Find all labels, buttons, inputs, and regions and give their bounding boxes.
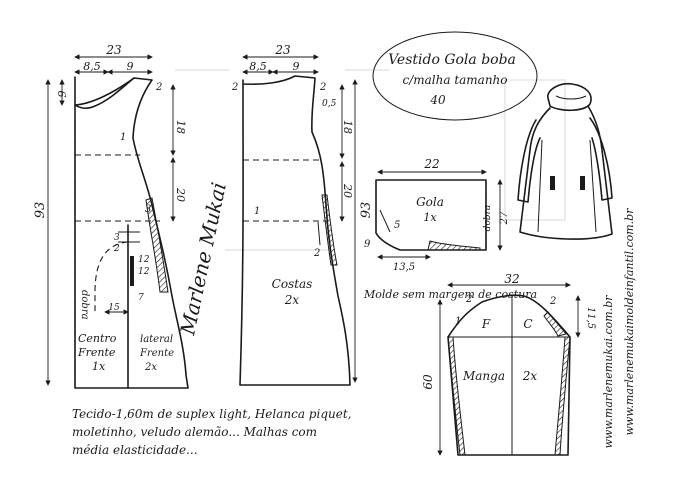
collar-qty: 1x bbox=[423, 211, 437, 224]
collar-piece: 22 Gola 1x 5 9 13,5 dobra 27 bbox=[364, 157, 510, 273]
back-shoulder-drop: 2 bbox=[319, 82, 326, 93]
back-height-total: 93 bbox=[359, 202, 374, 219]
dress-left-sleeve bbox=[517, 119, 541, 203]
front-center-qty: 1x bbox=[92, 360, 106, 373]
front-width-neck: 8,5 bbox=[83, 60, 101, 73]
sleeve-back-letter: C bbox=[523, 317, 532, 331]
sleeve-hatch-right bbox=[554, 336, 571, 456]
front-dart-c: 7 bbox=[138, 293, 144, 303]
back-height-lower: 20 bbox=[341, 183, 354, 198]
back-height-upper: 18 bbox=[341, 120, 354, 134]
back-width-total: 23 bbox=[274, 43, 291, 57]
front-height-upper: 18 bbox=[174, 120, 187, 134]
dress-seam-right bbox=[589, 139, 597, 233]
fabric-line-2: moletinho, veludo alemão... Malhas com bbox=[72, 425, 317, 439]
fabric-line-1: Tecido-1,60m de suplex light, Helanca pi… bbox=[72, 407, 351, 421]
back-mark-2: 2 bbox=[313, 248, 320, 259]
front-side-label: lateral bbox=[140, 334, 173, 345]
front-side-label2: Frente bbox=[139, 348, 174, 359]
dress-body bbox=[519, 105, 613, 240]
collar-fold-label: dobra bbox=[483, 205, 493, 232]
front-neck-drop: 9 bbox=[56, 91, 69, 98]
dress-right-sleeve bbox=[589, 117, 613, 201]
title-bubble bbox=[372, 31, 538, 121]
front-side-mark: 3 bbox=[145, 204, 151, 215]
front-dart-b: 12 bbox=[138, 267, 150, 277]
front-fold-label: dobra bbox=[79, 290, 90, 320]
back-neck-drop: 2 bbox=[231, 82, 238, 93]
sleeve-cap-height: 11,5 bbox=[585, 307, 596, 329]
collar-hatch bbox=[427, 240, 481, 251]
front-width-total: 23 bbox=[105, 43, 122, 57]
sleeve-mark-a: 2 bbox=[465, 294, 472, 305]
title-line1: Vestido Gola boba bbox=[388, 52, 516, 68]
front-center-label: Centro bbox=[78, 332, 117, 345]
front-shoulder-drop: 2 bbox=[155, 82, 162, 93]
sleeve-length: 60 bbox=[421, 374, 435, 390]
back-dart-line bbox=[317, 221, 321, 246]
back-label: Costas bbox=[272, 277, 313, 291]
front-piece: 23 8,5 9 9 2 18 20 93 1 3 3 2 12 12 7 15… bbox=[33, 43, 189, 389]
collar-mark-5: 5 bbox=[394, 220, 400, 231]
signature: Marlene Mukai bbox=[175, 180, 231, 338]
back-qty: 2x bbox=[284, 293, 300, 307]
title-size: 40 bbox=[429, 93, 446, 107]
front-width-shoulder: 9 bbox=[127, 60, 134, 73]
collar-bottom: 13,5 bbox=[393, 262, 415, 273]
sleeve-width: 32 bbox=[504, 272, 519, 286]
sleeve-mark-b: 2 bbox=[549, 296, 556, 307]
front-neckline bbox=[74, 77, 135, 106]
sleeve-piece: 32 11,5 60 2 2 1 F C Manga 2x bbox=[421, 272, 596, 456]
sleeve-mark-1: 1 bbox=[455, 316, 461, 327]
title-block: Vestido Gola boba c/malha tamanho 40 bbox=[372, 31, 538, 121]
collar-height: 27 bbox=[499, 211, 510, 225]
websites: www.marlenemukai.com.br www.marlenemukai… bbox=[602, 208, 636, 449]
title-line2: c/malha tamanho bbox=[402, 73, 507, 87]
dress-sketch bbox=[517, 82, 613, 240]
front-pocket-opening bbox=[130, 256, 134, 286]
front-dart-top: 3 bbox=[114, 233, 120, 243]
back-outline bbox=[239, 75, 351, 386]
sleeve-outline bbox=[447, 294, 571, 456]
dress-seam-left bbox=[537, 139, 543, 233]
front-center-label2: Frente bbox=[77, 346, 116, 359]
front-dart-a: 12 bbox=[138, 255, 150, 265]
front-dart-mid: 2 bbox=[113, 244, 120, 254]
front-height-total: 93 bbox=[33, 202, 48, 219]
back-mark-1: 1 bbox=[254, 206, 260, 217]
back-width-shoulder: 9 bbox=[293, 60, 300, 73]
collar-mark-9: 9 bbox=[364, 239, 371, 250]
fabric-note: Tecido-1,60m de suplex light, Helanca pi… bbox=[72, 407, 351, 457]
front-height-lower: 20 bbox=[174, 187, 187, 202]
back-shoulder-small: 0,5 bbox=[322, 99, 337, 109]
front-outline bbox=[74, 76, 189, 389]
collar-notch bbox=[379, 209, 391, 233]
sleeve-label: Manga bbox=[462, 369, 505, 383]
back-width-neck: 8,5 bbox=[249, 60, 267, 73]
back-piece: 23 8,5 9 2 2 0,5 18 20 93 1 2 Costas 2x bbox=[231, 43, 374, 386]
website-2: www.marlenemukaimoldeinfantil.com.br bbox=[623, 208, 636, 436]
sleeve-qty: 2x bbox=[522, 369, 538, 383]
dress-collar bbox=[547, 82, 592, 112]
front-side-hatch bbox=[145, 197, 169, 293]
sleeve-front-letter: F bbox=[481, 317, 491, 331]
sleeve-hatch-cap bbox=[543, 311, 567, 337]
front-mark-1: 1 bbox=[120, 132, 126, 143]
front-pocket-width: 15 bbox=[108, 303, 120, 313]
collar-width: 22 bbox=[423, 157, 439, 171]
front-side-qty: 2x bbox=[144, 362, 157, 373]
collar-label: Gola bbox=[416, 195, 444, 209]
sleeve-hatch-left bbox=[447, 336, 466, 456]
back-side-hatch bbox=[321, 194, 338, 266]
dress-pocket-left bbox=[550, 176, 555, 190]
dress-pocket-right bbox=[580, 176, 585, 190]
front-pocket-curve bbox=[94, 241, 129, 312]
fabric-line-3: média elasticidade... bbox=[72, 443, 198, 457]
website-1: www.marlenemukai.com.br bbox=[602, 295, 615, 449]
